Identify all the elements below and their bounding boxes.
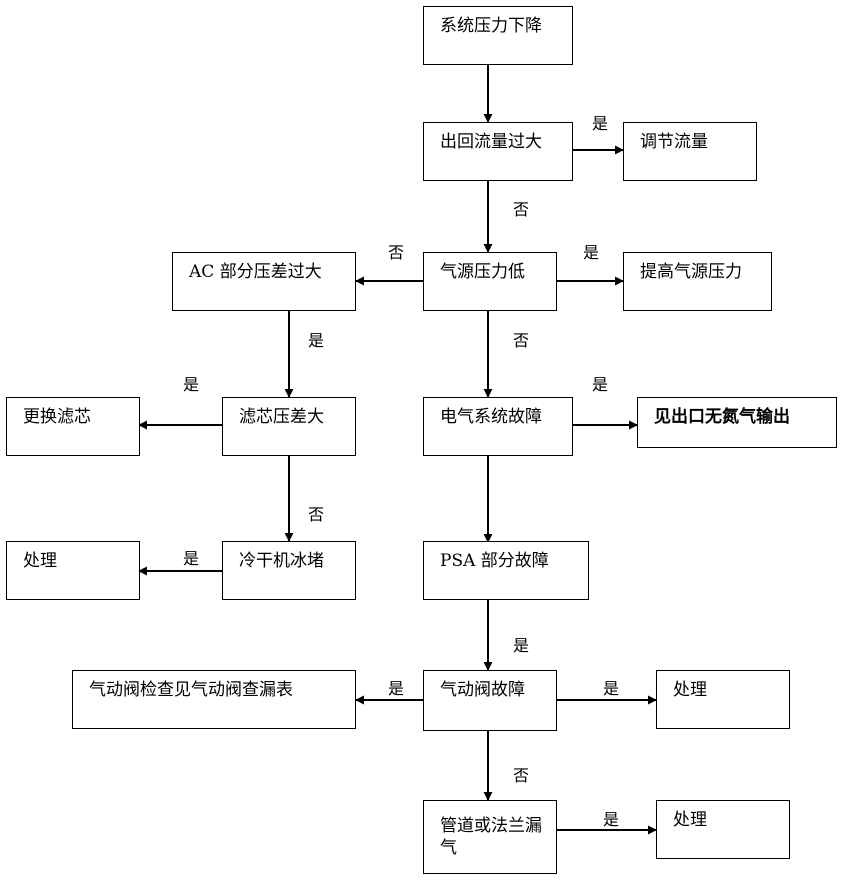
node-handle-1: 处理 — [6, 541, 140, 600]
label-yes-n17-n18: 是 — [603, 810, 620, 829]
node-ac-pressure-diff-too-high: AC 部分压差过大 — [172, 252, 356, 311]
label-yes-n2-n3: 是 — [592, 114, 609, 133]
node-raise-air-source-pressure: 提高气源压力 — [623, 252, 772, 311]
label-yes-n9-n10: 是 — [183, 375, 200, 394]
node-pneumatic-valve-check: 气动阀检查见气动阀查漏表 — [72, 670, 356, 729]
node-replace-filter: 更换滤芯 — [6, 397, 140, 456]
label-no-n9-n11: 否 — [308, 505, 325, 524]
label-no-n14-n17: 否 — [513, 766, 530, 785]
node-filter-pressure-diff-high: 滤芯压差大 — [222, 397, 356, 456]
label-no-n4-n6: 否 — [388, 243, 405, 262]
node-handle-2: 处理 — [656, 670, 790, 729]
node-psa-fault: PSA 部分故障 — [423, 541, 589, 600]
node-dryer-ice-block: 冷干机冰堵 — [222, 541, 356, 600]
label-no-n4-n7: 否 — [513, 331, 530, 350]
node-return-flow-too-high: 出回流量过大 — [423, 122, 573, 181]
node-pneumatic-valve-fault: 气动阀故障 — [423, 670, 557, 731]
label-no-n2-n4: 否 — [513, 200, 530, 219]
node-air-source-pressure-low: 气源压力低 — [423, 252, 557, 311]
label-yes-n11-n12: 是 — [183, 549, 200, 568]
label-yes-n13-n14: 是 — [513, 636, 530, 655]
label-yes-n14-n15: 是 — [388, 679, 405, 698]
label-yes-n14-n16: 是 — [603, 679, 620, 698]
label-yes-n6-n9: 是 — [308, 331, 325, 350]
label-yes-n7-n8: 是 — [592, 375, 609, 394]
node-system-pressure-drop: 系统压力下降 — [423, 6, 573, 65]
node-electrical-system-fault: 电气系统故障 — [423, 397, 573, 456]
label-yes-n4-n5: 是 — [583, 243, 600, 262]
node-handle-3: 处理 — [656, 800, 790, 859]
node-adjust-flow: 调节流量 — [623, 122, 757, 181]
node-no-nitrogen-output: 见出口无氮气输出 — [637, 397, 837, 448]
node-pipe-flange-leak: 管道或法兰漏气 — [423, 800, 557, 874]
